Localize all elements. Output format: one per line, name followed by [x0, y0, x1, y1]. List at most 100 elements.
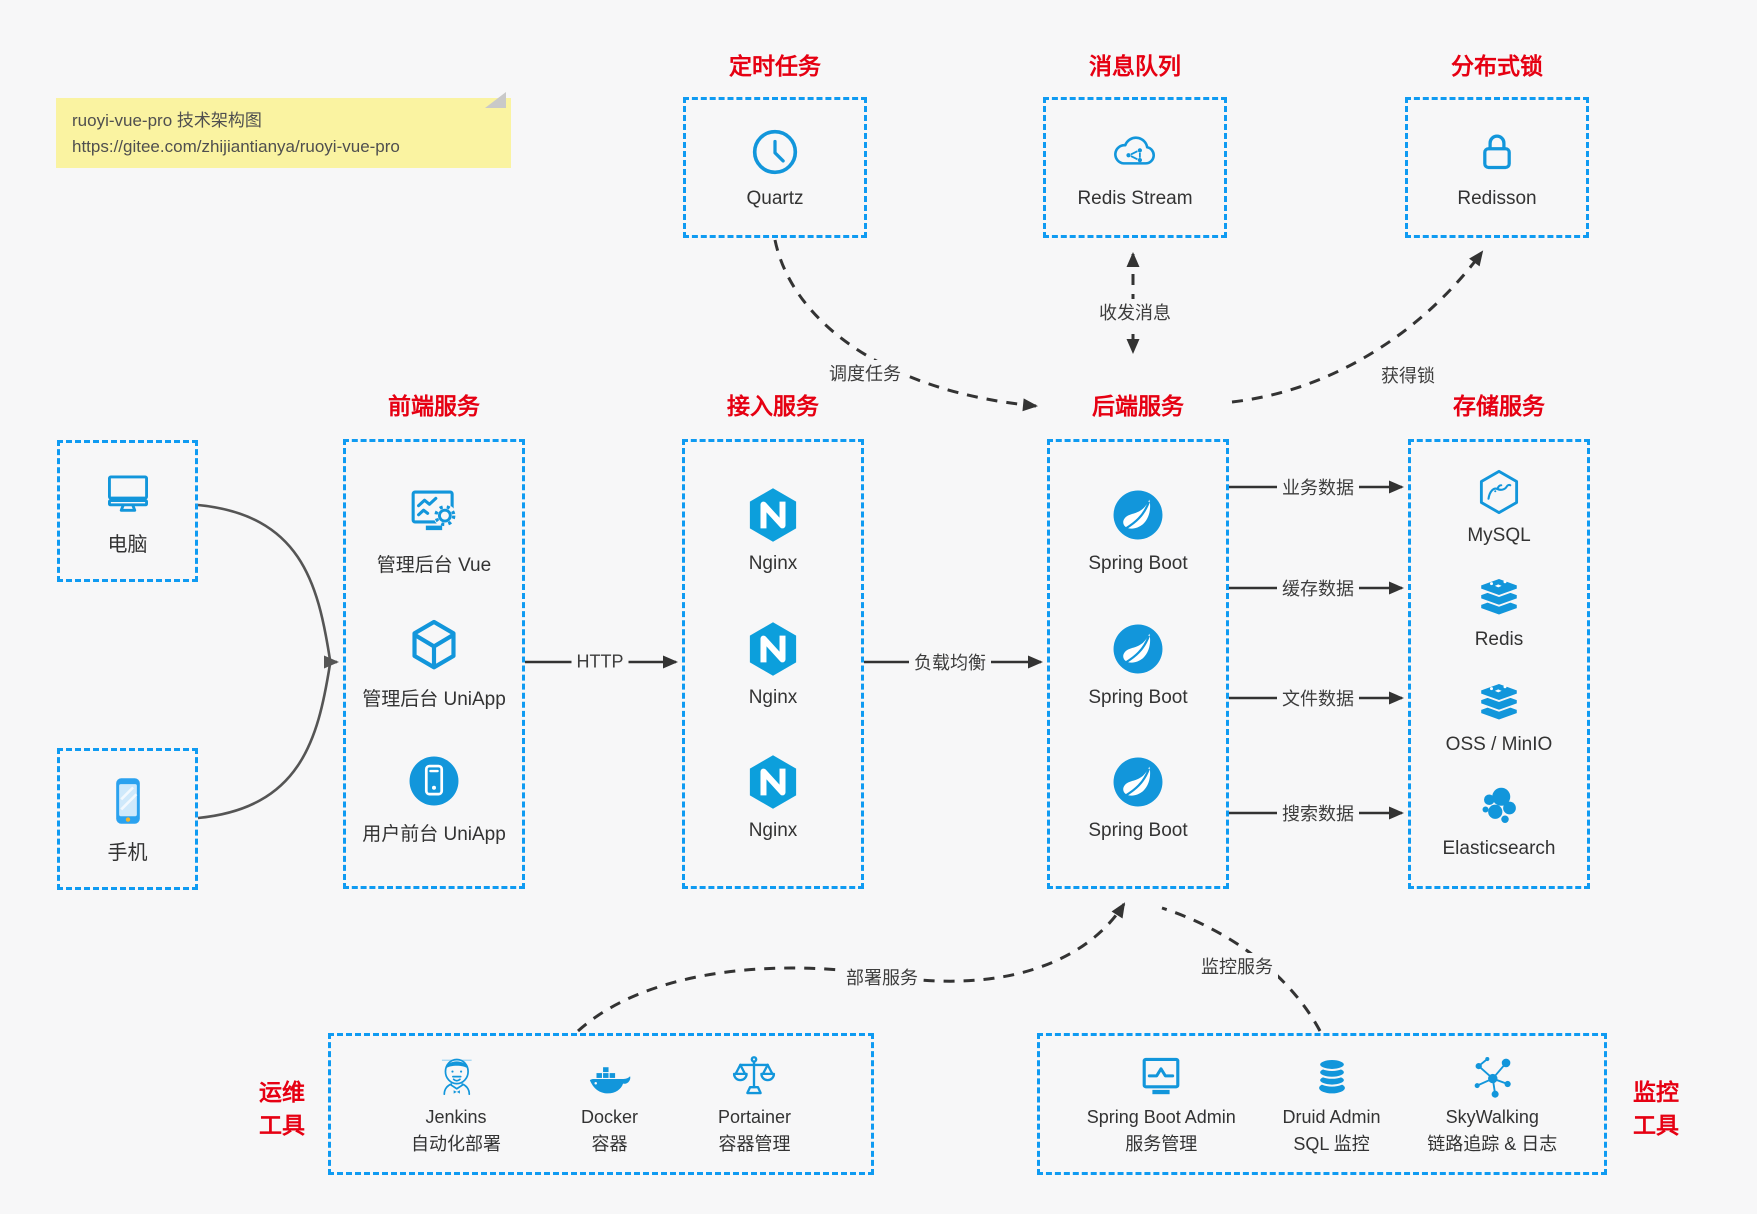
node-label: Nginx [748, 553, 798, 575]
node-label: Spring Boot Admin [1086, 1107, 1236, 1128]
edge-label-message: 收发消息 [1094, 299, 1176, 325]
monitor-tools-title: 监控 工具 [1633, 1079, 1679, 1139]
node-mysql: MySQL [1467, 468, 1531, 547]
edge-label-deploy: 部署服务 [841, 964, 923, 990]
node-desc: 容器管理 [718, 1134, 791, 1154]
desktop-icon [101, 466, 155, 520]
spring-boot-icon [1109, 753, 1167, 811]
edge-desktop-frontend [197, 503, 332, 661]
ops-tools-box: Jenkins 自动化部署 Docker 容器 Portainer 容器管理 [328, 1033, 874, 1175]
edge-label-file-data: 文件数据 [1277, 685, 1359, 711]
jenkins-icon [431, 1052, 481, 1102]
node-label: Quartz [746, 187, 804, 209]
node-label: Nginx [748, 819, 798, 841]
node-portainer: Portainer 容器管理 [718, 1052, 791, 1155]
panel-title-frontend: 前端服务 [388, 393, 480, 419]
panel-title-access: 接入服务 [727, 393, 819, 419]
panel-title-scheduled-task: 定时任务 [729, 53, 821, 79]
panel-title-distributed-lock: 分布式锁 [1451, 53, 1543, 79]
spring-boot-icon [1109, 620, 1167, 678]
edge-label-schedule: 调度任务 [824, 360, 906, 386]
skywalking-icon [1467, 1052, 1517, 1102]
portainer-icon [729, 1052, 779, 1102]
node-label: Elasticsearch [1442, 838, 1556, 860]
node-desc: 服务管理 [1125, 1134, 1198, 1154]
node-label: Docker [580, 1107, 638, 1128]
node-label: SkyWalking [1445, 1107, 1539, 1128]
backend-services-box: Spring Boot Spring Boot Spring Boot [1047, 439, 1229, 889]
node-spring-boot-2: Spring Boot [1088, 620, 1188, 709]
node-spring-boot-3: Spring Boot [1088, 753, 1188, 842]
node-docker: Docker 容器 [581, 1052, 638, 1155]
docker-icon [584, 1052, 634, 1102]
client-label: 电脑 [107, 533, 148, 556]
storage-services-box: MySQL Redis OSS / MinIO Elasticsearch [1408, 439, 1590, 889]
note-fold-corner [485, 91, 507, 117]
node-spring-boot-admin: Spring Boot Admin 服务管理 [1087, 1052, 1236, 1155]
node-label: Druid Admin [1282, 1107, 1381, 1128]
edge-lock-line [1231, 250, 1484, 404]
redis-icon [1475, 572, 1523, 620]
node-label: Spring Boot [1088, 686, 1188, 708]
node-label: Spring Boot [1088, 819, 1188, 841]
spring-boot-admin-icon [1136, 1052, 1186, 1102]
note-url: https://gitee.com/zhijiantianya/ruoyi-vu… [72, 136, 400, 156]
node-skywalking: SkyWalking 链路追踪 & 日志 [1427, 1052, 1557, 1155]
message-queue-panel: 消息队列 Redis Stream [1043, 52, 1227, 238]
node-label: Redis Stream [1077, 187, 1193, 209]
smartphone-icon [101, 774, 155, 828]
node-druid-admin: Druid Admin SQL 监控 [1283, 1052, 1381, 1155]
node-desc: SQL 监控 [1293, 1134, 1370, 1154]
node-label: 管理后台 Vue [376, 554, 492, 576]
scheduled-task-panel: 定时任务 Quartz [683, 52, 867, 238]
note-title: ruoyi-vue-pro 技术架构图 [72, 111, 262, 130]
node-admin-uniapp: 管理后台 UniApp [362, 617, 506, 711]
node-nginx-2: Nginx [744, 620, 802, 709]
node-desc: 链路追踪 & 日志 [1427, 1134, 1558, 1154]
storage-services-panel: 存储服务 MySQL Redis OSS / MinIO [1408, 392, 1590, 889]
node-label: OSS / MinIO [1445, 733, 1553, 755]
frontend-services-panel: 前端服务 管理后台 Vue 管理后台 UniApp 用户前台 UniApp [343, 392, 525, 889]
druid-icon [1307, 1052, 1357, 1102]
backend-services-panel: 后端服务 Spring Boot Spring Boot Spring Boot [1047, 392, 1229, 889]
node-label: MySQL [1467, 524, 1531, 546]
node-redis: Redis [1474, 572, 1524, 651]
access-services-panel: 接入服务 Nginx Nginx Nginx [682, 392, 864, 889]
redis-stream-box: Redis Stream [1043, 97, 1227, 238]
node-desc: 自动化部署 [410, 1134, 501, 1154]
sticky-note: ruoyi-vue-pro 技术架构图 https://gitee.com/zh… [56, 92, 511, 168]
panel-title-message-queue: 消息队列 [1089, 53, 1181, 79]
user-app-icon [405, 752, 463, 810]
elasticsearch-icon [1475, 781, 1523, 829]
admin-vue-icon [405, 483, 463, 541]
node-label: 用户前台 UniApp [362, 823, 506, 845]
edge-label-load-balance: 负载均衡 [909, 649, 991, 675]
node-label: Spring Boot [1088, 553, 1188, 575]
cloud-network-icon [1109, 126, 1161, 178]
access-services-box: Nginx Nginx Nginx [682, 439, 864, 889]
client-label: 手机 [107, 841, 148, 864]
edge-label-search-data: 搜索数据 [1277, 800, 1359, 826]
node-label: 管理后台 UniApp [362, 689, 506, 710]
lock-icon [1471, 126, 1523, 178]
node-label: Redis [1474, 629, 1524, 651]
nginx-icon [744, 486, 802, 544]
redisson-box: Redisson [1405, 97, 1589, 238]
redis-icon [1475, 677, 1523, 725]
mysql-icon [1475, 468, 1523, 516]
panel-title-backend: 后端服务 [1092, 393, 1184, 419]
node-label: Redisson [1457, 187, 1537, 209]
node-oss-minio: OSS / MinIO [1445, 677, 1553, 756]
edge-phone-frontend [197, 663, 332, 820]
client-desktop-box: 电脑 [57, 440, 198, 582]
client-phone-box: 手机 [57, 748, 198, 890]
node-nginx-1: Nginx [744, 486, 802, 575]
node-desc: 容器 [591, 1134, 628, 1154]
node-label: Nginx [748, 686, 798, 708]
ops-tools-title: 运维 工具 [259, 1079, 305, 1139]
uniapp-cube-icon [405, 617, 463, 675]
node-nginx-3: Nginx [744, 753, 802, 842]
frontend-services-box: 管理后台 Vue 管理后台 UniApp 用户前台 UniApp [343, 439, 525, 889]
node-label: Jenkins [425, 1107, 487, 1128]
